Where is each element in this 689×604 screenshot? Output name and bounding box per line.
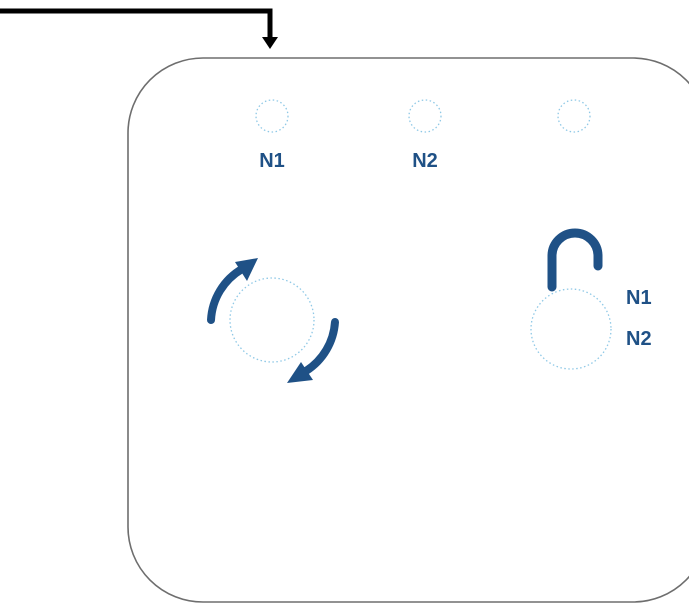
led-label-n2: N2	[412, 150, 438, 172]
led-indicator-n2: N2	[408, 99, 442, 172]
connection-wire	[0, 8, 278, 49]
led-indicator-n1: N1	[255, 99, 289, 172]
lock-label-n1: N1	[626, 287, 652, 309]
device-panel	[127, 57, 689, 603]
lock-button[interactable]: N1 N2	[530, 228, 652, 370]
lock-label-n2: N2	[626, 328, 652, 350]
refresh-button[interactable]	[207, 258, 339, 383]
led-label-n1: N1	[259, 150, 285, 172]
open-padlock-icon	[547, 228, 603, 292]
refresh-icon	[207, 258, 339, 383]
wire-arrow-icon	[262, 37, 278, 49]
led-indicator-3	[557, 99, 591, 133]
